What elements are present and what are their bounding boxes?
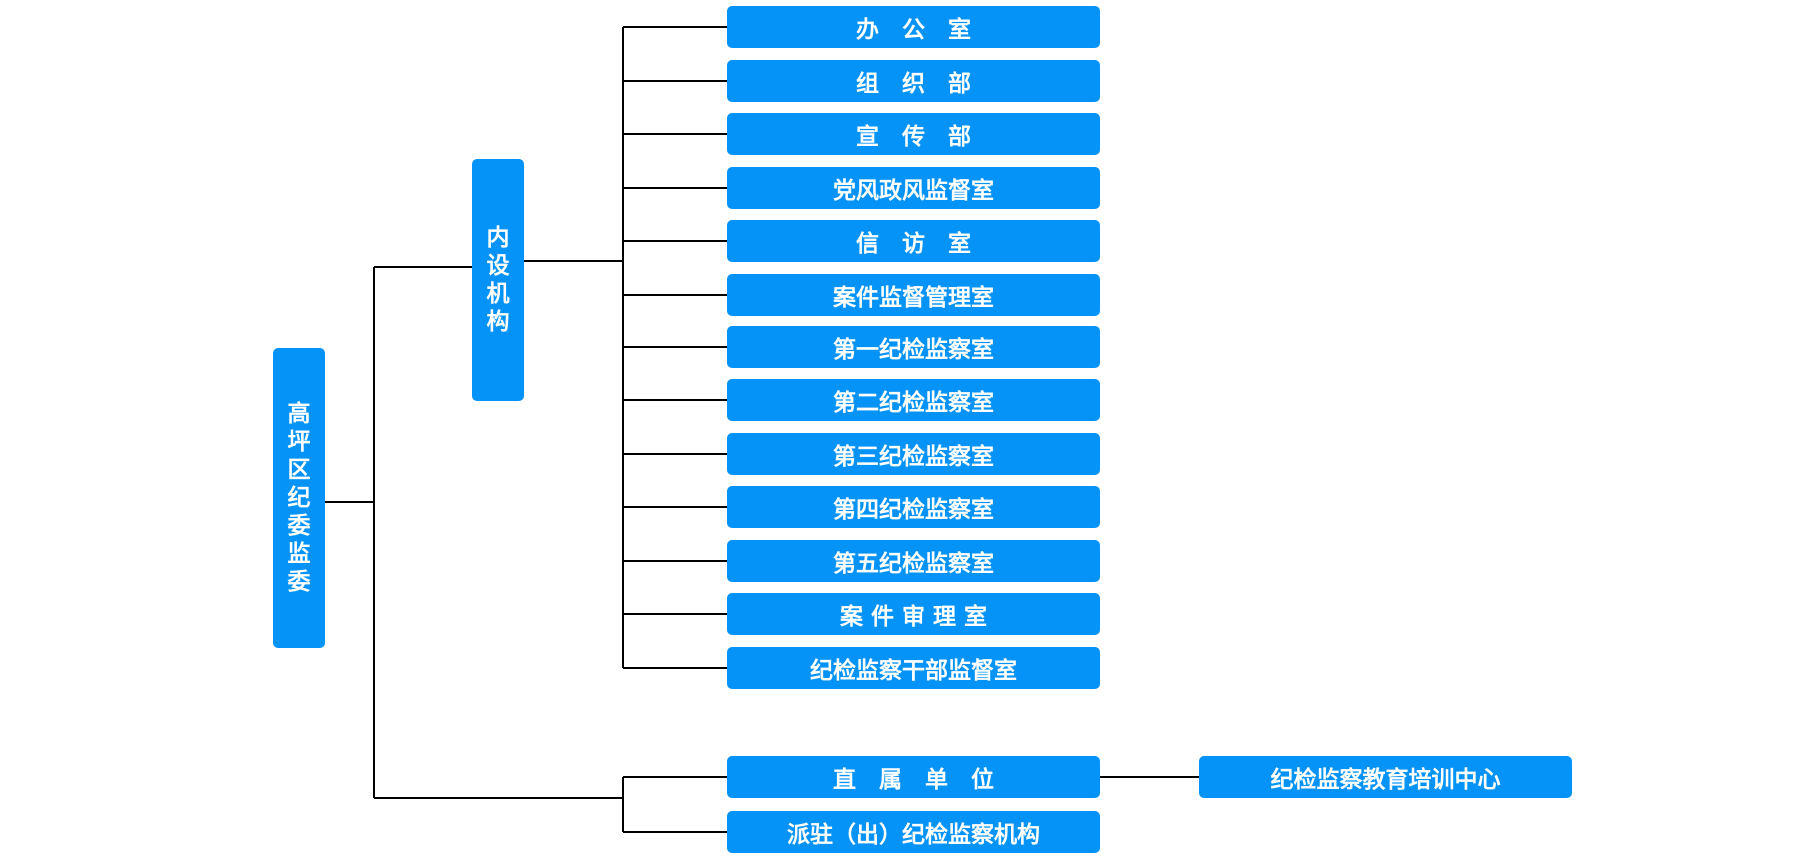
department-box: 党风政风监督室	[727, 167, 1100, 209]
department-label: 第四纪检监察室	[833, 497, 994, 523]
root-node-char: 高	[287, 401, 311, 427]
department-label: 案 件 审 理 室	[839, 604, 988, 630]
department-label: 第五纪检监察室	[833, 551, 994, 577]
department-label: 案件监督管理室	[833, 285, 994, 311]
department-box: 信 访 室	[727, 220, 1100, 262]
dispatched-node-label: 派驻（出）纪检监察机构	[787, 822, 1040, 848]
direct-child-node: 纪检监察教育培训中心	[1199, 756, 1572, 798]
internal-node-char: 设	[486, 253, 510, 279]
root-node-char: 区	[287, 457, 311, 483]
internal-node-label: 内设机构	[487, 224, 510, 336]
department-box: 第五纪检监察室	[727, 540, 1100, 582]
department-box: 组 织 部	[727, 60, 1100, 102]
department-box: 纪检监察干部监督室	[727, 647, 1100, 689]
dispatched-node: 派驻（出）纪检监察机构	[727, 811, 1100, 853]
root-node-char: 坪	[287, 429, 311, 455]
root-node: 高坪区纪委监委	[273, 348, 325, 648]
root-node-char: 纪	[287, 485, 311, 511]
department-label: 纪检监察干部监督室	[810, 658, 1017, 684]
department-box: 第三纪检监察室	[727, 433, 1100, 475]
internal-node-char: 机	[486, 281, 510, 307]
department-label: 组 织 部	[856, 71, 971, 97]
department-label: 第二纪检监察室	[833, 390, 994, 416]
department-box: 宣 传 部	[727, 113, 1100, 155]
department-label: 第一纪检监察室	[833, 337, 994, 363]
department-box: 第二纪检监察室	[727, 379, 1100, 421]
department-label: 第三纪检监察室	[833, 444, 994, 470]
department-label: 宣 传 部	[856, 124, 971, 150]
department-box: 案件监督管理室	[727, 274, 1100, 316]
internal-node-char: 内	[486, 225, 510, 251]
department-box: 第一纪检监察室	[727, 326, 1100, 368]
internal-node-char: 构	[486, 309, 510, 335]
department-box: 第四纪检监察室	[727, 486, 1100, 528]
root-node-char: 委	[287, 513, 311, 539]
direct-child-label: 纪检监察教育培训中心	[1270, 767, 1501, 793]
direct-node-label: 直 属 单 位	[833, 767, 994, 793]
internal-node: 内设机构	[472, 159, 524, 401]
root-node-label: 高坪区纪委监委	[288, 400, 311, 596]
direct-node: 直 属 单 位	[727, 756, 1100, 798]
department-label: 信 访 室	[856, 231, 971, 257]
root-node-char: 监	[287, 541, 311, 567]
department-box: 案 件 审 理 室	[727, 593, 1100, 635]
root-node-char: 委	[287, 569, 311, 595]
department-label: 办 公 室	[856, 17, 971, 43]
department-box: 办 公 室	[727, 6, 1100, 48]
department-label: 党风政风监督室	[833, 178, 994, 204]
